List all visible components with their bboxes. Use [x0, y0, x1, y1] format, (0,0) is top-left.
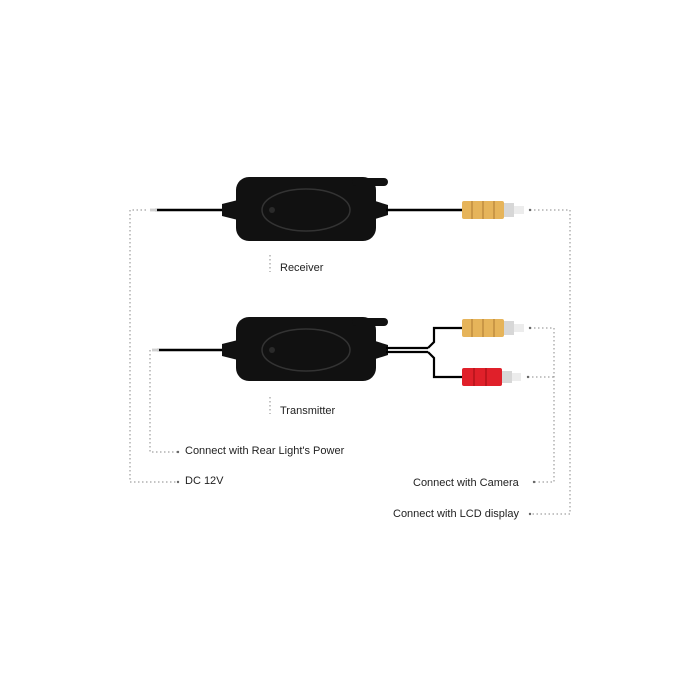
leader-markers	[176, 208, 536, 516]
transmitter-wire-tip	[152, 348, 159, 352]
receiver-led	[269, 207, 275, 213]
transmitter-red-branch	[427, 351, 462, 379]
dc-12v-label: DC 12V	[185, 475, 224, 487]
receiver-yellow-rca	[462, 201, 524, 219]
leader-camera	[530, 327, 555, 483]
rear-light-power-label: Connect with Rear Light's Power	[185, 445, 345, 457]
transmitter-center-window	[261, 328, 351, 372]
receiver-center-window	[261, 188, 351, 232]
camera-label: Connect with Camera	[413, 477, 519, 489]
receiver-label: Receiver	[280, 262, 324, 274]
leader-lcd	[530, 209, 571, 515]
transmitter-label: Transmitter	[280, 405, 336, 417]
transmitter-yellow-branch	[427, 326, 462, 349]
transmitter-antenna	[352, 318, 388, 326]
leader-lines	[129, 209, 571, 515]
transmitter-red-rca	[462, 368, 521, 386]
transmitter-left-strain-relief	[222, 340, 238, 360]
receiver-wire-tip	[150, 208, 157, 212]
transmitter-right-strain-relief	[372, 340, 388, 360]
lcd-display-label: Connect with LCD display	[393, 508, 519, 520]
receiver-right-strain-relief	[372, 200, 388, 220]
leader-rear-light	[149, 350, 178, 453]
transmitter-unit	[152, 317, 524, 386]
transmitter-body	[236, 317, 376, 381]
receiver-antenna	[352, 178, 388, 186]
leader-dc-12v	[129, 209, 178, 483]
receiver-body	[236, 177, 376, 241]
transmitter-yellow-rca	[462, 319, 524, 337]
receiver-left-strain-relief	[222, 200, 238, 220]
receiver-unit	[150, 177, 524, 241]
transmitter-led	[269, 347, 275, 353]
